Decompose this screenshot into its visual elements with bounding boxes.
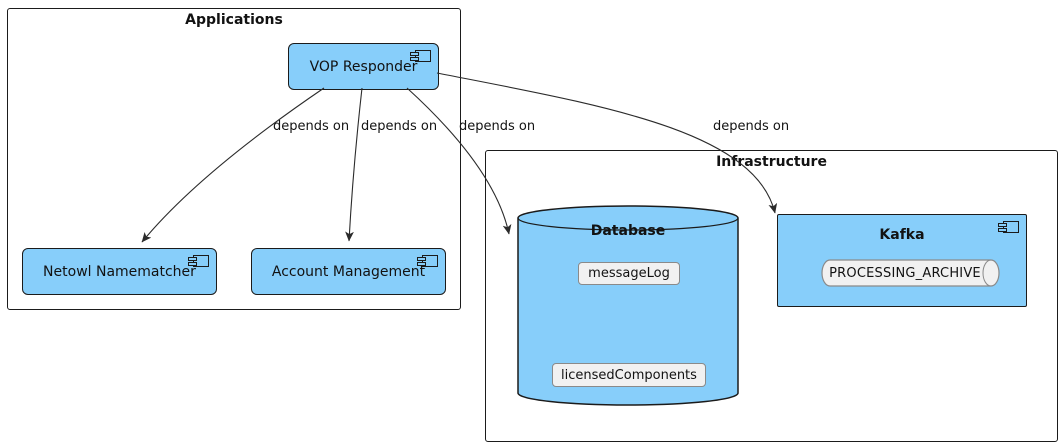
component-vop-responder[interactable]: VOP Responder (288, 43, 439, 90)
component-label-vop: VOP Responder (309, 58, 418, 75)
component-account-management[interactable]: Account Management (251, 248, 446, 295)
package-title-infrastructure: Infrastructure (716, 154, 827, 170)
edge-label-depends-netowl: depends on (273, 119, 350, 134)
queue-processing-archive[interactable]: PROCESSING_ARCHIVE (821, 259, 1001, 287)
database-title: Database (590, 223, 666, 239)
queue-shape (821, 259, 1000, 287)
edge-label-depends-database: depends on (459, 119, 536, 134)
database-item-licensedcomponents[interactable]: licensedComponents (552, 363, 706, 387)
component-label-netowl: Netowl Namematcher (43, 263, 196, 280)
database-node[interactable]: Database messageLog licensedComponents (517, 204, 739, 407)
component-kafka[interactable]: Kafka PROCESSING_ARCHIVE (777, 214, 1027, 307)
component-netowl-namematcher[interactable]: Netowl Namematcher (22, 248, 217, 295)
component-label-account: Account Management (271, 263, 426, 280)
package-title-applications: Applications (185, 12, 283, 28)
queue-label: PROCESSING_ARCHIVE (829, 265, 981, 281)
edge-label-depends-kafka: depends on (713, 119, 790, 134)
component-icon (410, 50, 431, 62)
component-icon (998, 221, 1019, 233)
component-icon (417, 255, 438, 267)
component-icon (188, 255, 209, 267)
kafka-title: Kafka (879, 227, 925, 243)
database-item-messagelog[interactable]: messageLog (578, 262, 680, 285)
edge-label-depends-account: depends on (361, 119, 438, 134)
